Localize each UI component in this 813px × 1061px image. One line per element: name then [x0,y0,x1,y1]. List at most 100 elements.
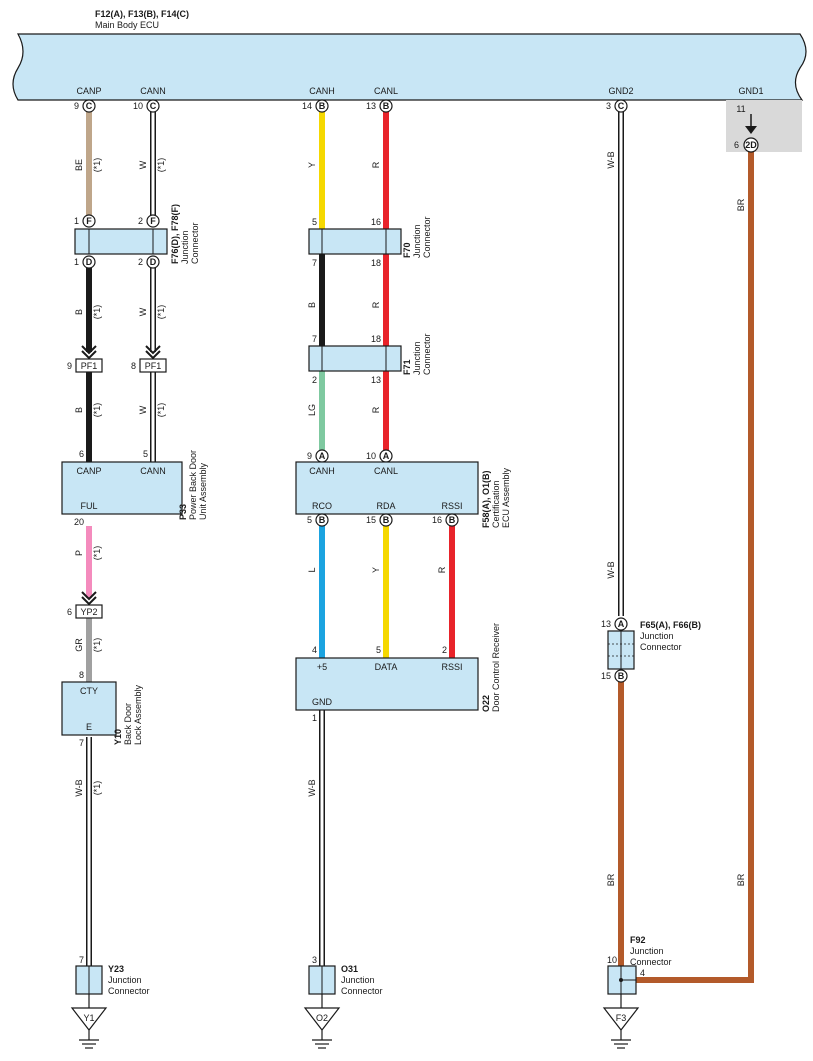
svg-text:4: 4 [312,645,317,655]
svg-text:Junction: Junction [412,224,422,258]
svg-text:F65(A), F66(B): F65(A), F66(B) [640,620,701,630]
svg-text:L: L [307,567,317,572]
svg-text:(*1): (*1) [156,158,166,173]
svg-text:Connector: Connector [630,957,672,967]
pin-cann: 10 C [133,99,160,113]
pin-label-canl: CANL [374,86,398,96]
component-p33: 6 5 CANP CANN FUL 20 P33 Power Back Door… [61,449,208,527]
ecu-name: Main Body ECU [95,20,159,30]
svg-text:R: R [371,161,381,168]
svg-text:6: 6 [734,140,739,150]
gnd1-ground-shade [726,100,802,152]
svg-text:B: B [307,302,317,308]
pin-canp: 9 C [74,99,96,113]
svg-text:(*1): (*1) [156,403,166,418]
svg-text:B: B [618,671,625,681]
svg-text:F70: F70 [402,242,412,258]
svg-text:(*1): (*1) [92,638,102,653]
svg-text:CTY: CTY [80,686,98,696]
svg-text:ECU Assembly: ECU Assembly [501,467,511,528]
svg-text:LG: LG [307,404,317,416]
svg-text:(*1): (*1) [92,158,102,173]
junction-connector-f70: 5 16 7 18 F70 Junction Connector [308,216,432,268]
svg-text:Y: Y [371,567,381,573]
svg-text:Connector: Connector [422,333,432,375]
svg-text:10: 10 [607,955,617,965]
gnd1-arrow-icon [745,126,757,134]
svg-text:Y23: Y23 [108,964,124,974]
svg-text:6: 6 [67,607,72,617]
svg-text:2: 2 [138,216,143,226]
svg-text:F92: F92 [630,935,646,945]
pin-label-canh: CANH [309,86,335,96]
svg-text:RSSI: RSSI [441,662,462,672]
svg-text:F3: F3 [616,1013,627,1023]
svg-text:14: 14 [302,101,312,111]
svg-text:F58(A), O1(B): F58(A), O1(B) [481,470,491,528]
svg-text:D: D [86,257,93,267]
svg-text:Back Door: Back Door [123,703,133,745]
svg-text:20: 20 [74,517,84,527]
svg-text:Connector: Connector [108,986,150,996]
pin-label-gnd2: GND2 [608,86,633,96]
svg-text:Junction: Junction [341,975,375,985]
svg-text:10: 10 [366,451,376,461]
junction-connector-f71: 7 18 2 13 F71 Junction Connector [308,333,432,385]
svg-text:5: 5 [143,449,148,459]
svg-text:B: B [383,515,390,525]
svg-text:PF1: PF1 [81,361,98,371]
pin-gnd2: 3 C [606,99,628,113]
svg-text:Y: Y [307,162,317,168]
svg-text:10: 10 [133,101,143,111]
svg-text:Junction: Junction [412,341,422,375]
ground-o2-icon: O2 [303,994,341,1049]
svg-text:RCO: RCO [312,501,332,511]
svg-text:C: C [618,101,625,111]
svg-text:13: 13 [371,375,381,385]
svg-text:6: 6 [79,449,84,459]
svg-text:11: 11 [736,104,745,114]
svg-text:W-B: W-B [606,151,616,168]
svg-text:W: W [138,160,148,169]
pin-gnd1: 11 6 2D [734,104,759,153]
svg-text:B: B [449,515,456,525]
svg-text:BR: BR [736,873,746,886]
junction-connector-f92: 10 4 F92 Junction Connector [607,935,672,995]
svg-text:F: F [150,216,156,226]
svg-text:W-B: W-B [74,779,84,796]
svg-text:Power Back Door: Power Back Door [188,450,198,520]
svg-text:5: 5 [376,645,381,655]
svg-text:(*1): (*1) [92,403,102,418]
svg-text:3: 3 [606,101,611,111]
svg-text:RDA: RDA [376,501,395,511]
svg-text:1: 1 [312,713,317,723]
svg-text:Y1: Y1 [83,1013,94,1023]
svg-text:13: 13 [601,619,611,629]
svg-text:FUL: FUL [80,501,97,511]
svg-text:(*1): (*1) [156,305,166,320]
svg-text:Connector: Connector [640,642,682,652]
component-o22-door-control-receiver: 4 5 2 +5 DATA RSSI GND 1 O22 Door Contro… [295,623,501,723]
svg-text:PF1: PF1 [145,361,162,371]
svg-text:W-B: W-B [606,561,616,578]
svg-text:A: A [383,451,390,461]
svg-text:7: 7 [79,955,84,965]
svg-text:Connector: Connector [422,216,432,258]
svg-text:E: E [86,722,92,732]
svg-text:5: 5 [312,217,317,227]
svg-text:9: 9 [307,451,312,461]
svg-text:CANH: CANH [309,466,335,476]
svg-text:F76(D), F78(F): F76(D), F78(F) [170,204,180,264]
svg-text:Lock Assembly: Lock Assembly [133,684,143,745]
svg-text:DATA: DATA [375,662,398,672]
inline-connector-yp2: YP2 6 [67,591,103,619]
svg-text:P: P [74,550,84,556]
svg-text:F71: F71 [402,359,412,375]
svg-text:(*1): (*1) [92,781,102,796]
svg-text:13: 13 [366,101,376,111]
svg-text:18: 18 [371,334,381,344]
svg-text:Junction: Junction [640,631,674,641]
svg-text:15: 15 [366,515,376,525]
svg-text:W: W [138,405,148,414]
